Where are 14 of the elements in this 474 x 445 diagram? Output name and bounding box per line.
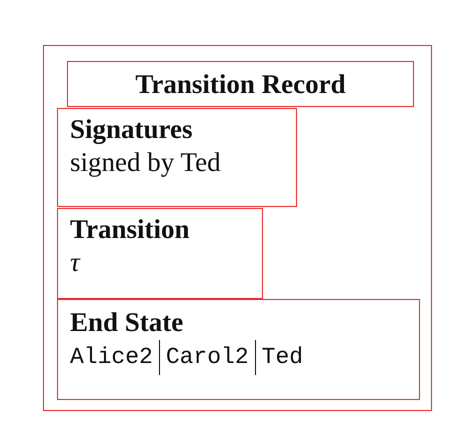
record-box	[57, 208, 263, 299]
heading: Transition Record	[135, 68, 346, 100]
symbol: τ	[70, 246, 80, 280]
state-cell: Carol2	[158, 340, 255, 375]
heading: Transition	[70, 213, 190, 246]
frame-box	[43, 45, 432, 411]
state-cell-text: Alice2	[70, 343, 154, 372]
heading: Signatures	[70, 113, 193, 146]
body-text: signed by Ted	[70, 146, 221, 180]
state-cell: Ted	[254, 340, 304, 375]
record-box	[67, 61, 414, 107]
record-box	[57, 108, 297, 207]
record-box	[57, 299, 420, 400]
heading: End State	[70, 306, 184, 338]
